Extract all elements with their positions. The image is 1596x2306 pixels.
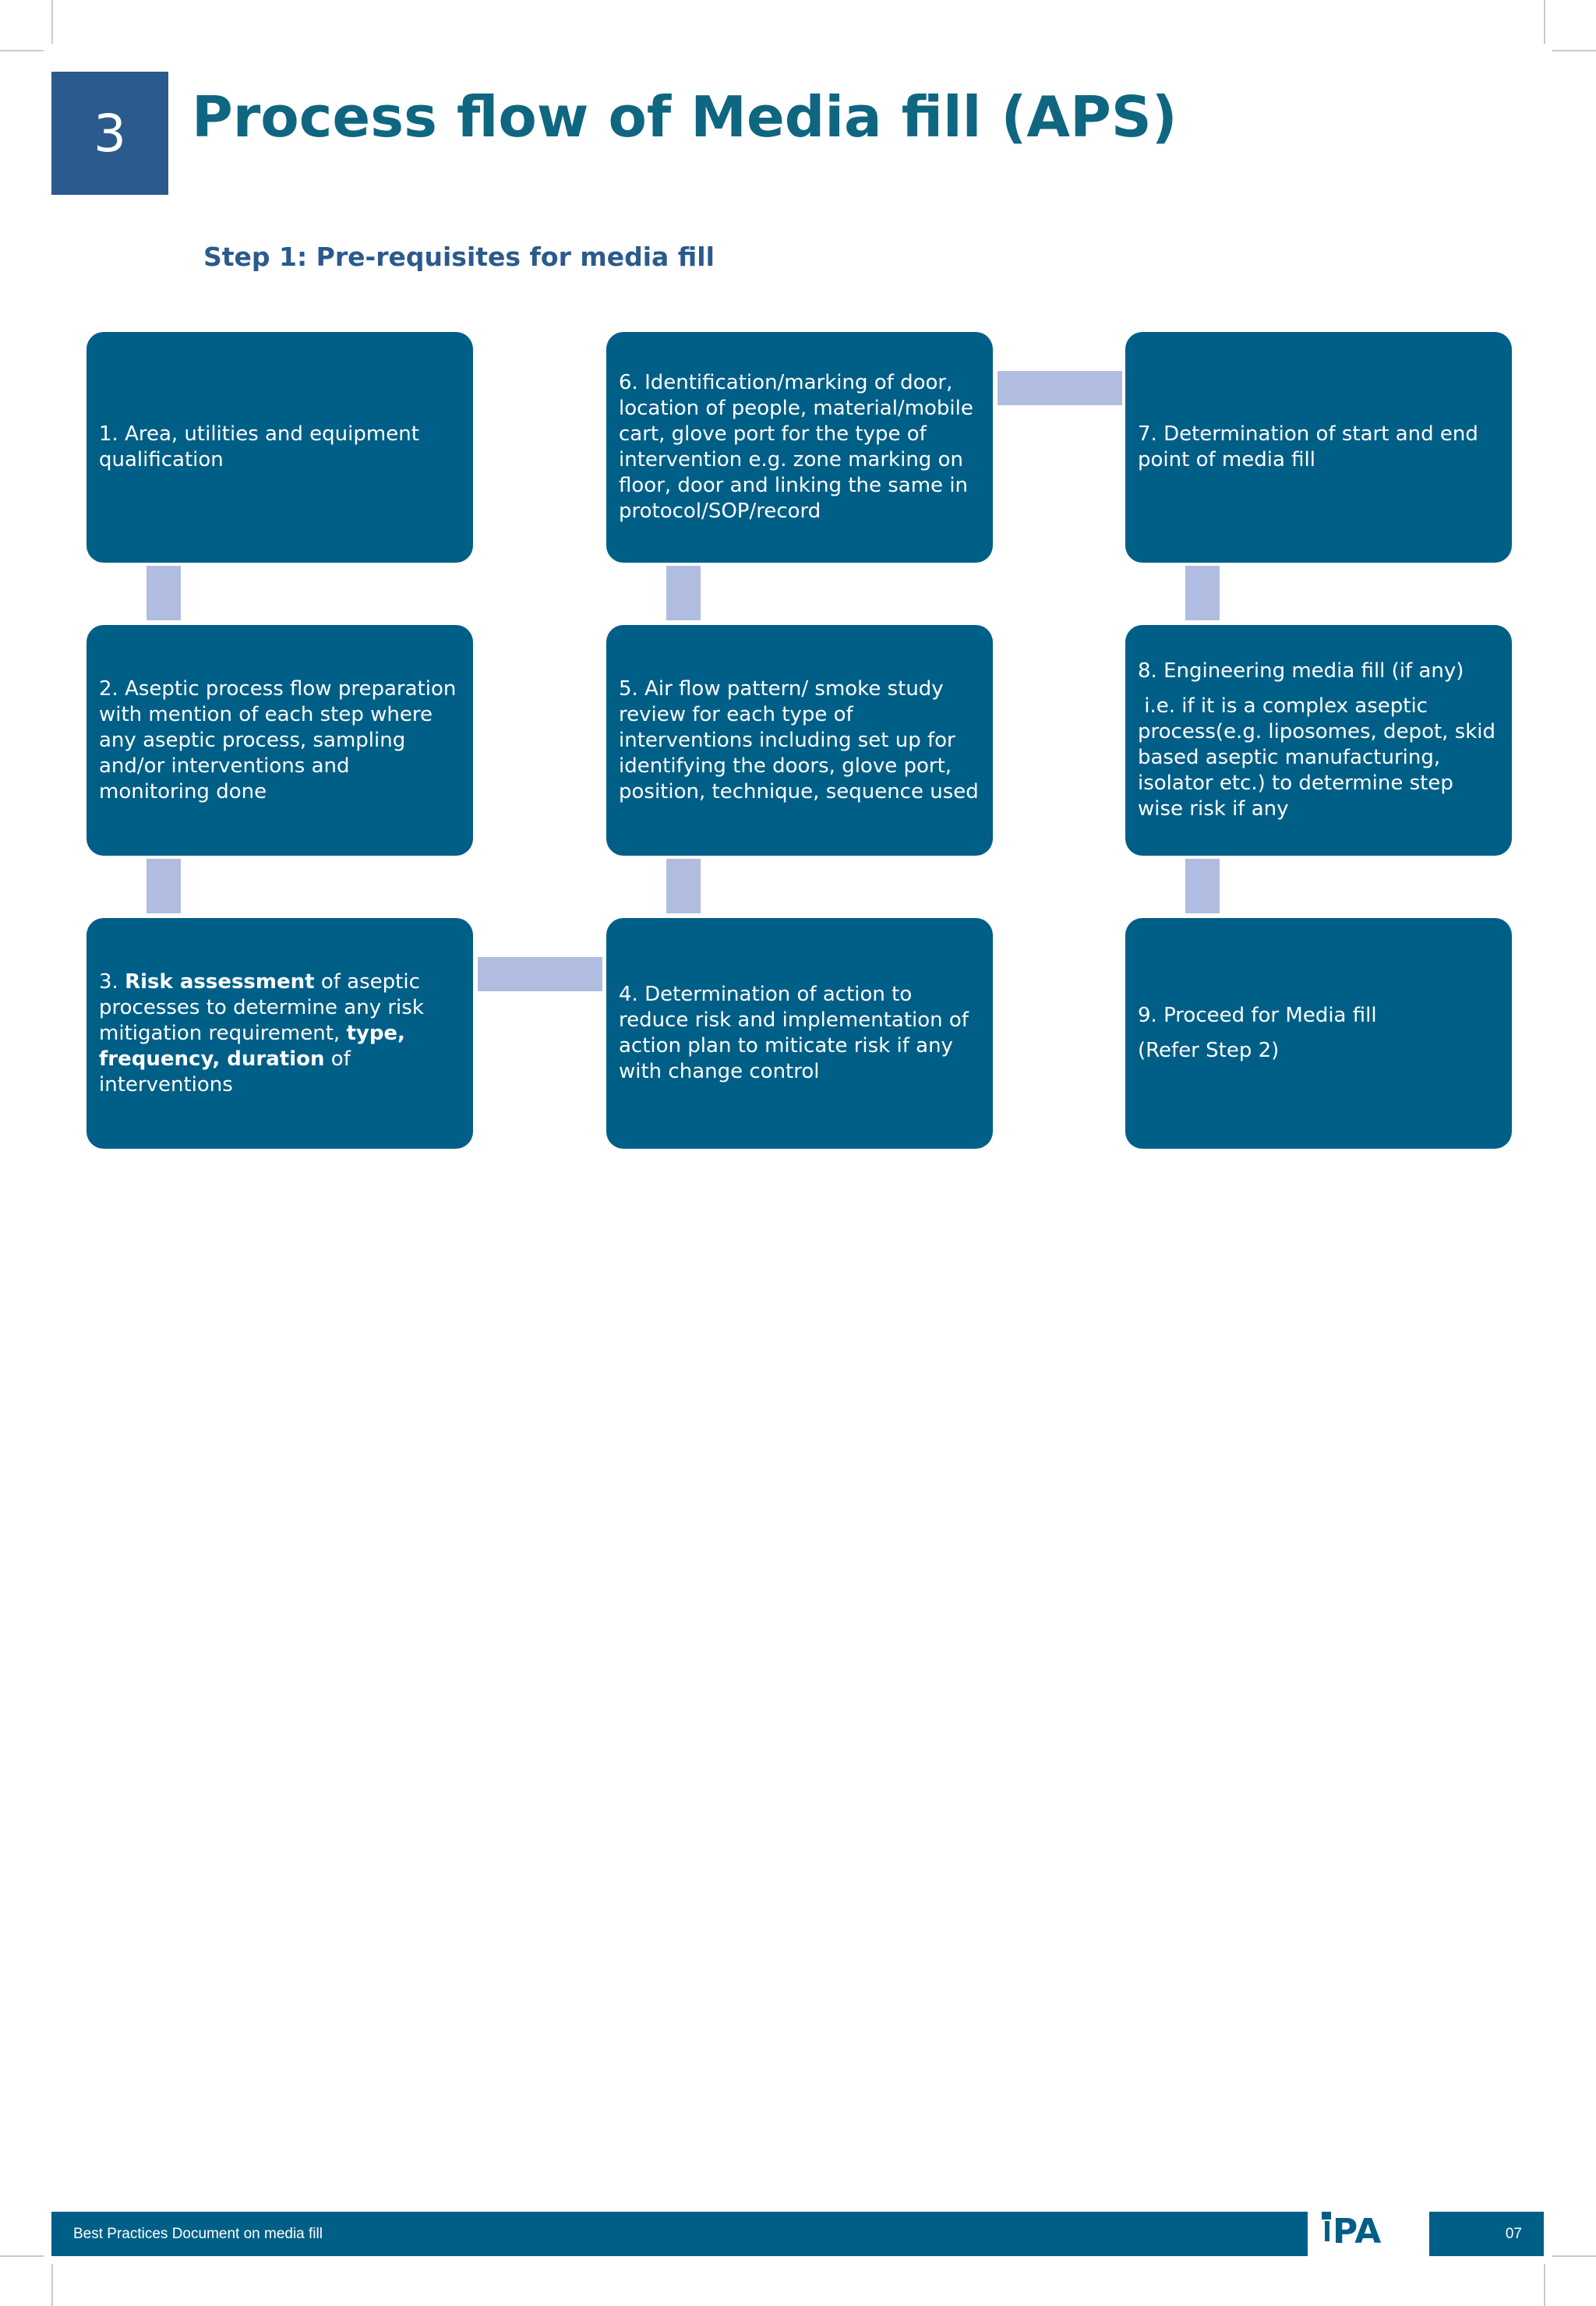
process-box-7: 7. Determination of start and end point … [1125,332,1512,563]
process-box-2-text: 2. Aseptic process flow preparation with… [99,676,457,803]
process-box-5: 5. Air flow pattern/ smoke study review … [606,625,993,856]
step-heading: Step 1: Pre-requisites for media fill [203,242,715,272]
connector-1-2 [147,566,181,620]
crop-mark [51,2264,53,2306]
box-3-middle: of aseptic processes to determine any ri… [99,969,424,1045]
page-number: 07 [1505,2226,1522,2242]
process-box-7-text: 7. Determination of start and end point … [1138,422,1478,471]
crop-mark [0,50,44,51]
box-3-prefix: 3. [99,969,125,994]
connector-4-5 [666,859,701,913]
process-box-8-text: i.e. if it is a complex aseptic process(… [1138,694,1502,821]
process-box-9-text: (Refer Step 2) [1138,1039,1280,1062]
process-box-9: 9. Proceed for Media fill (Refer Step 2) [1125,918,1512,1149]
process-box-8: 8. Engineering media fill (if any) i.e. … [1125,625,1512,856]
process-box-2: 2. Aseptic process flow preparation with… [87,625,473,856]
process-box-1-text: 1. Area, utilities and equipment qualifi… [99,422,419,471]
process-box-4-text: 4. Determination of action to reduce ris… [619,983,969,1083]
process-box-4: 4. Determination of action to reduce ris… [606,918,993,1149]
crop-mark [0,2255,44,2257]
crop-mark [1552,50,1596,51]
process-box-6: 6. Identification/marking of door, locat… [606,332,993,563]
connector-3-4 [478,957,602,991]
section-number: 3 [51,72,168,195]
connector-2-3 [147,859,181,913]
crop-mark [1552,2255,1596,2257]
process-box-9-title: 9. Proceed for Media fill [1138,1004,1377,1027]
box-3-emphasis-type: type, frequency, duration [99,1021,405,1071]
process-box-8-title: 8. Engineering media fill (if any) [1138,659,1464,683]
footer-document-title: Best Practices Document on media fill [73,2226,323,2242]
footer-bar: Best Practices Document on media fill 07 [51,2212,1544,2256]
svg-text:PA: PA [1333,2212,1381,2251]
ipa-logo-icon: PA [1322,2212,1381,2251]
page-title: Process flow of Media fill (APS) [192,84,1178,150]
process-box-5-text: 5. Air flow pattern/ smoke study review … [619,676,979,803]
box-3-emphasis-risk: Risk assessment [125,969,315,994]
crop-mark [51,0,53,44]
ipa-logo: PA [1308,2205,1429,2260]
connector-8-9 [1185,859,1220,913]
connector-6-7 [998,371,1122,405]
process-box-3: 3. Risk assessment of aseptic processes … [87,918,473,1149]
process-box-1: 1. Area, utilities and equipment qualifi… [87,332,473,563]
process-box-3-text: 3. Risk assessment of aseptic processes … [99,969,461,1098]
crop-mark [1544,2264,1545,2306]
connector-5-6 [666,566,701,620]
box-3-suffix: of interventions [99,1047,351,1096]
process-box-6-text: 6. Identification/marking of door, locat… [619,371,973,523]
connector-7-8 [1185,566,1220,620]
crop-mark [1544,0,1545,44]
